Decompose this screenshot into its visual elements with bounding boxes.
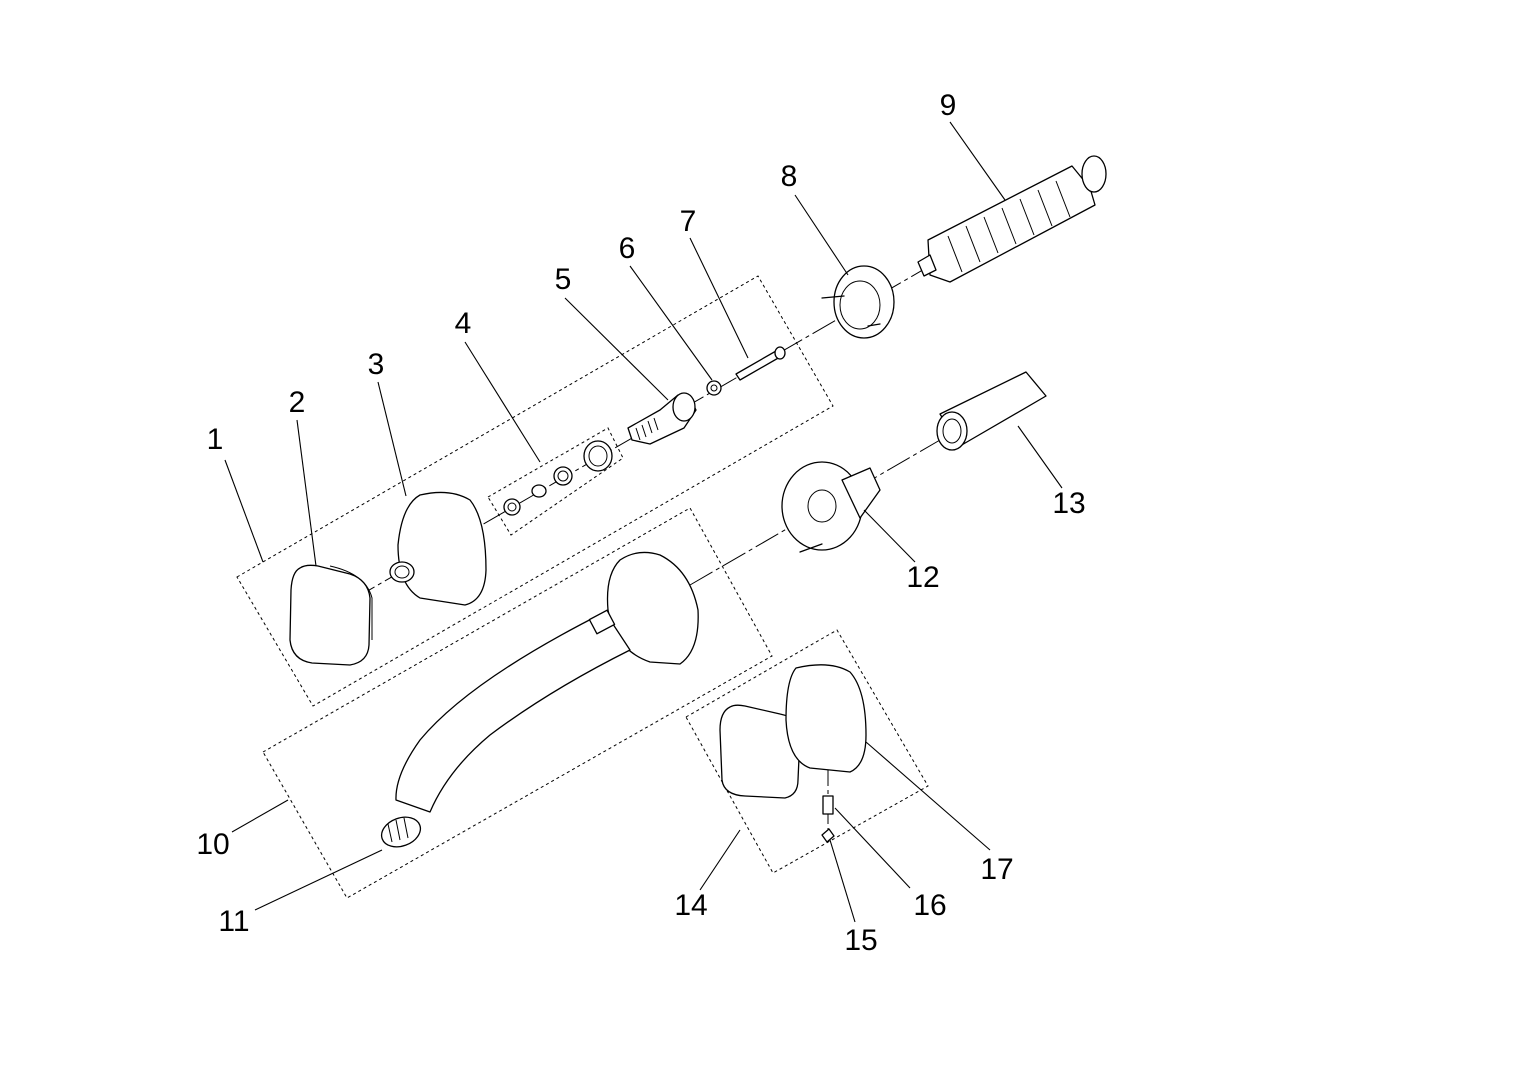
sleeve-part: [936, 371, 1047, 451]
lever-cap-part: [719, 704, 801, 799]
leader-line-5: [564, 297, 669, 401]
leader-line-13: [1017, 425, 1063, 489]
spout-flange-part: [781, 461, 881, 553]
callout-9: 9: [940, 89, 957, 122]
leader-line-16: [834, 807, 911, 889]
leader-line-10: [231, 799, 289, 833]
leader-line-14: [699, 829, 741, 891]
seal-rings-part: [503, 440, 613, 516]
leader-line-11: [254, 849, 383, 911]
callout-7: 7: [680, 205, 697, 238]
handle-escutcheon-part: [389, 491, 487, 606]
callout-15: 15: [844, 924, 877, 957]
lever-escutcheon-part: [785, 664, 867, 773]
spindle-part: [735, 346, 786, 381]
aerator-part: [380, 816, 422, 848]
callout-3: 3: [368, 348, 385, 381]
callout-2: 2: [289, 386, 306, 419]
valve-body-part: [917, 155, 1107, 283]
callout-10: 10: [196, 828, 229, 861]
leader-line-8: [794, 194, 849, 276]
leader-line-9: [949, 121, 1006, 201]
callout-4: 4: [455, 307, 472, 340]
grub-pin-part: [822, 795, 834, 815]
spout-part: [395, 551, 699, 813]
group-box-seal-kit: [487, 427, 624, 536]
group-box-spout-assembly: [262, 507, 773, 899]
callout-8: 8: [781, 160, 798, 193]
washer-part: [706, 380, 722, 396]
leader-line-12: [863, 509, 916, 563]
callout-14: 14: [674, 889, 707, 922]
flange-plate-part: [821, 265, 895, 339]
leader-line-3: [377, 381, 407, 497]
callout-6: 6: [619, 232, 636, 265]
callout-11: 11: [218, 905, 249, 938]
leader-line-4: [464, 341, 541, 463]
cartridge-part: [627, 392, 697, 445]
leader-line-1: [224, 459, 264, 563]
callout-17: 17: [980, 853, 1013, 886]
leader-line-6: [629, 265, 713, 381]
leader-line-15: [829, 839, 856, 923]
callout-1: 1: [207, 423, 224, 456]
handle-cap-part: [289, 564, 373, 666]
group-box-lever-handle: [685, 629, 929, 874]
leader-line-17: [865, 741, 991, 851]
leader-line-2: [296, 419, 317, 567]
callout-12: 12: [906, 561, 939, 594]
leader-line-7: [689, 237, 749, 359]
callout-16: 16: [913, 889, 946, 922]
group-box-handle-assembly: [236, 275, 834, 707]
callout-5: 5: [555, 263, 572, 296]
callout-13: 13: [1052, 487, 1085, 520]
set-screw-part: [821, 828, 835, 843]
